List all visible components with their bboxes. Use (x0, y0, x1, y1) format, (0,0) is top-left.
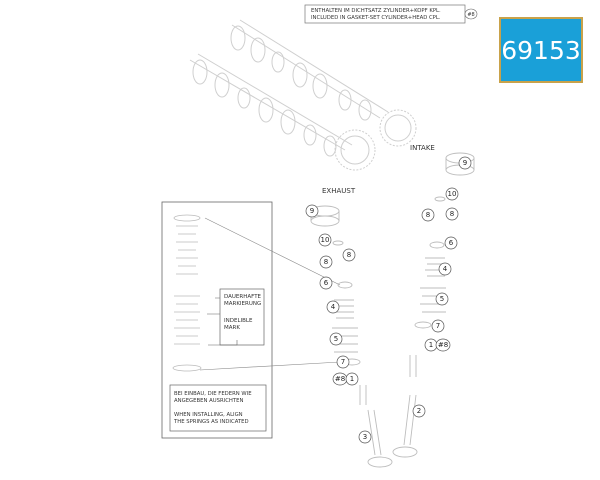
svg-text:8: 8 (347, 251, 351, 259)
svg-text:10: 10 (448, 190, 457, 198)
gasket-note: ENTHALTEN IM DICHTSATZ ZYLINDER+KOPF KPL… (304, 4, 478, 24)
svg-text:6: 6 (449, 239, 454, 247)
callout-exhaust-spring-inner: 4 (326, 300, 340, 314)
callout-exhaust-bucket: 9 (305, 204, 319, 218)
intake-label: INTAKE (410, 144, 435, 152)
svg-text:9: 9 (310, 207, 314, 215)
indelible-mark-en-2: MARK (224, 325, 240, 331)
indelible-mark-de-2: MARKIERUNG (224, 301, 261, 307)
install-note-de-2: ANGEGEBEN AUSRICHTEN (174, 398, 243, 404)
leader-lines (199, 217, 341, 371)
install-note-en-1: WHEN INSTALLING, ALIGN (174, 412, 243, 418)
svg-text:#8: #8 (438, 341, 448, 349)
camshafts (189, 19, 417, 171)
callout-intake-keeper-a: 8 (421, 208, 435, 222)
svg-text:9: 9 (463, 159, 467, 167)
svg-text:1: 1 (429, 341, 433, 349)
callout-exhaust-keeper-b: 8 (319, 255, 333, 269)
install-note-en-2: THE SPRINGS AS INDICATED (173, 419, 249, 425)
svg-text:8: 8 (324, 258, 328, 266)
callout-exhaust-seat: 7 (336, 355, 350, 369)
callout-exhaust-seal: 1 (345, 372, 359, 386)
callout-exhaust-seal-ref: #8 (332, 372, 348, 386)
svg-text:7: 7 (341, 358, 345, 366)
callout-exhaust-keeper-a: 8 (342, 248, 356, 262)
callout-intake-valve: 2 (412, 404, 426, 418)
callout-exhaust-valve: 3 (358, 430, 372, 444)
svg-text:#8: #8 (335, 375, 345, 383)
diagram-number-badge: 69153 (499, 17, 583, 83)
callout-intake-shim: 10 (445, 187, 459, 201)
indelible-mark-en-1: INDELIBLE (224, 318, 253, 324)
svg-text:2: 2 (417, 407, 421, 415)
svg-text:8: 8 (426, 211, 430, 219)
svg-text:3: 3 (363, 433, 367, 441)
svg-text:1: 1 (350, 375, 354, 383)
callout-intake-seal: 1 (424, 338, 438, 352)
svg-text:5: 5 (440, 295, 444, 303)
gasket-note-de: ENTHALTEN IM DICHTSATZ ZYLINDER+KOPF KPL… (311, 8, 441, 14)
callout-exhaust-shim: 10 (318, 233, 332, 247)
svg-text:8: 8 (450, 210, 454, 218)
svg-text:4: 4 (331, 303, 336, 311)
callout-exhaust-spring-outer: 5 (329, 332, 343, 346)
svg-text:6: 6 (324, 279, 329, 287)
install-note-de-1: BEI EINBAU, DIE FEDERN WIE (174, 391, 252, 397)
callout-exhaust-retainer: 6 (319, 276, 333, 290)
svg-text:7: 7 (436, 322, 440, 330)
spring-alignment-inset: DAUERHAFTE MARKIERUNG INDELIBLE MARK BEI… (161, 201, 273, 439)
svg-text:4: 4 (443, 265, 448, 273)
callout-intake-spring-outer: 5 (435, 292, 449, 306)
callouts: 9 10 8 8 6 4 5 7 1 #8 2 9 10 8 8 6 4 5 7… (305, 156, 472, 444)
gasket-note-ref: #8 (467, 12, 474, 18)
callout-intake-bucket: 9 (458, 156, 472, 170)
callout-intake-seat: 7 (431, 319, 445, 333)
exhaust-label: EXHAUST (322, 187, 356, 195)
svg-text:10: 10 (321, 236, 330, 244)
callout-intake-retainer: 6 (444, 236, 458, 250)
intake-valvetrain (392, 152, 475, 458)
callout-intake-keeper-b: 8 (445, 207, 459, 221)
callout-intake-seal-ref: #8 (435, 338, 451, 352)
gasket-note-en: INCLUDED IN GASKET-SET CYLINDER+HEAD CPL… (311, 15, 441, 21)
indelible-mark-de-1: DAUERHAFTE (224, 294, 262, 300)
svg-text:5: 5 (334, 335, 338, 343)
callout-intake-spring-inner: 4 (438, 262, 452, 276)
